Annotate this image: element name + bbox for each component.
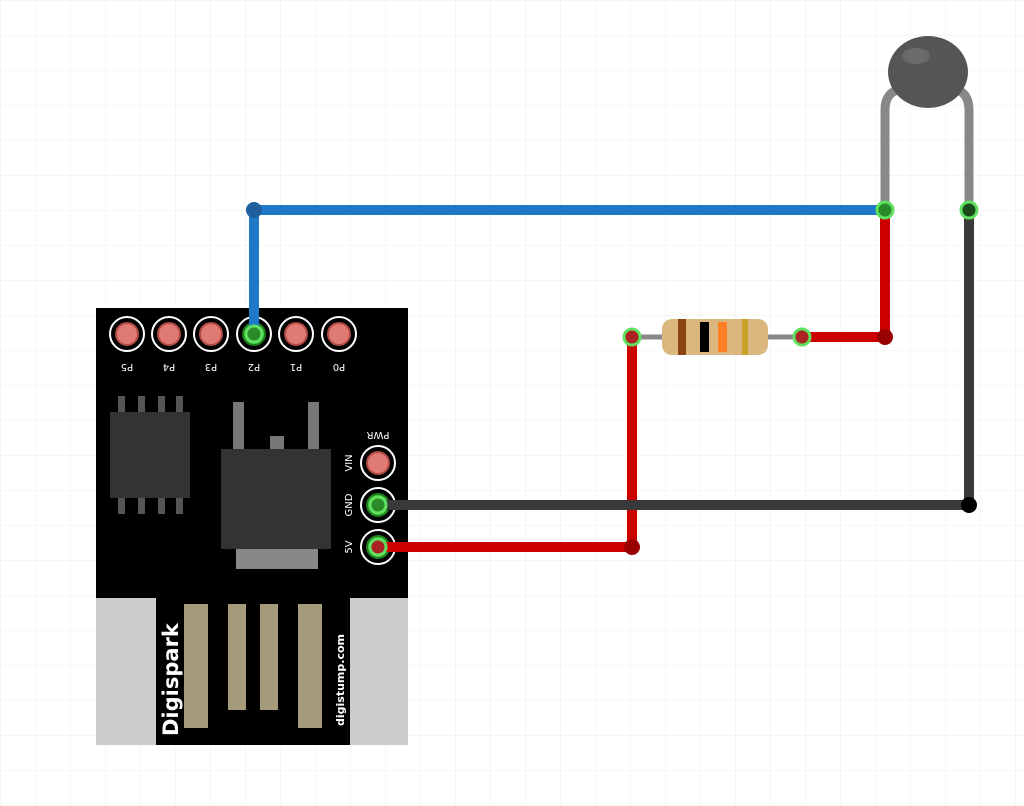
- voltage-regulator: [221, 402, 331, 569]
- connection-points: [244, 200, 979, 557]
- thermistor-highlight: [902, 48, 930, 64]
- pin-label-gnd: GND: [344, 493, 355, 516]
- url-label: digistump.com: [334, 634, 347, 726]
- connector-point: [368, 537, 388, 557]
- usb-connector-left: [96, 598, 156, 745]
- pin-label-vin: VIN: [344, 454, 355, 471]
- pin-label-p0: P0: [333, 361, 345, 372]
- resistor[interactable]: [632, 319, 802, 355]
- usb-contact: [298, 604, 322, 728]
- pin-p3[interactable]: P3: [193, 316, 229, 372]
- pin-p5[interactable]: P5: [109, 316, 145, 372]
- thermistor-body: [888, 36, 968, 108]
- usb-contact: [260, 604, 278, 710]
- connector-point: [875, 200, 895, 220]
- thermistor[interactable]: [880, 36, 974, 215]
- pin-label-5v: 5V: [344, 540, 355, 553]
- wire-junctions: [246, 202, 977, 555]
- resistor-band: [742, 319, 748, 355]
- pin-p1[interactable]: P1: [278, 316, 314, 372]
- pin-vin[interactable]: VIN: [344, 445, 396, 481]
- usb-contact: [228, 604, 246, 710]
- usb-connector-right: [350, 598, 408, 745]
- pin-label-p1: P1: [290, 361, 302, 372]
- resistor-band: [718, 322, 727, 352]
- junction-dot: [877, 329, 893, 345]
- connector-point: [368, 495, 388, 515]
- junction-dot: [961, 497, 977, 513]
- connector-point: [959, 200, 979, 220]
- connector-point: [244, 324, 264, 344]
- pin-label-p3: P3: [205, 361, 217, 372]
- attiny-chip: [110, 396, 190, 514]
- connector-point: [622, 327, 642, 347]
- pin-label-p4: P4: [163, 361, 175, 372]
- connector-point: [792, 327, 812, 347]
- pin-label-p2: P2: [248, 361, 260, 372]
- pin-label-p5: P5: [121, 361, 133, 372]
- pin-p0[interactable]: P0: [321, 316, 357, 372]
- junction-dot: [624, 539, 640, 555]
- resistor-band: [678, 319, 686, 355]
- digispark-board: Digispark digistump.com: [96, 308, 408, 745]
- brand-label: Digispark: [159, 622, 183, 736]
- usb-contact: [184, 604, 208, 728]
- pwr-label: PWR: [367, 429, 390, 440]
- resistor-body: [662, 319, 768, 355]
- junction-dot: [246, 202, 262, 218]
- resistor-band: [700, 322, 709, 352]
- pin-p4[interactable]: P4: [151, 316, 187, 372]
